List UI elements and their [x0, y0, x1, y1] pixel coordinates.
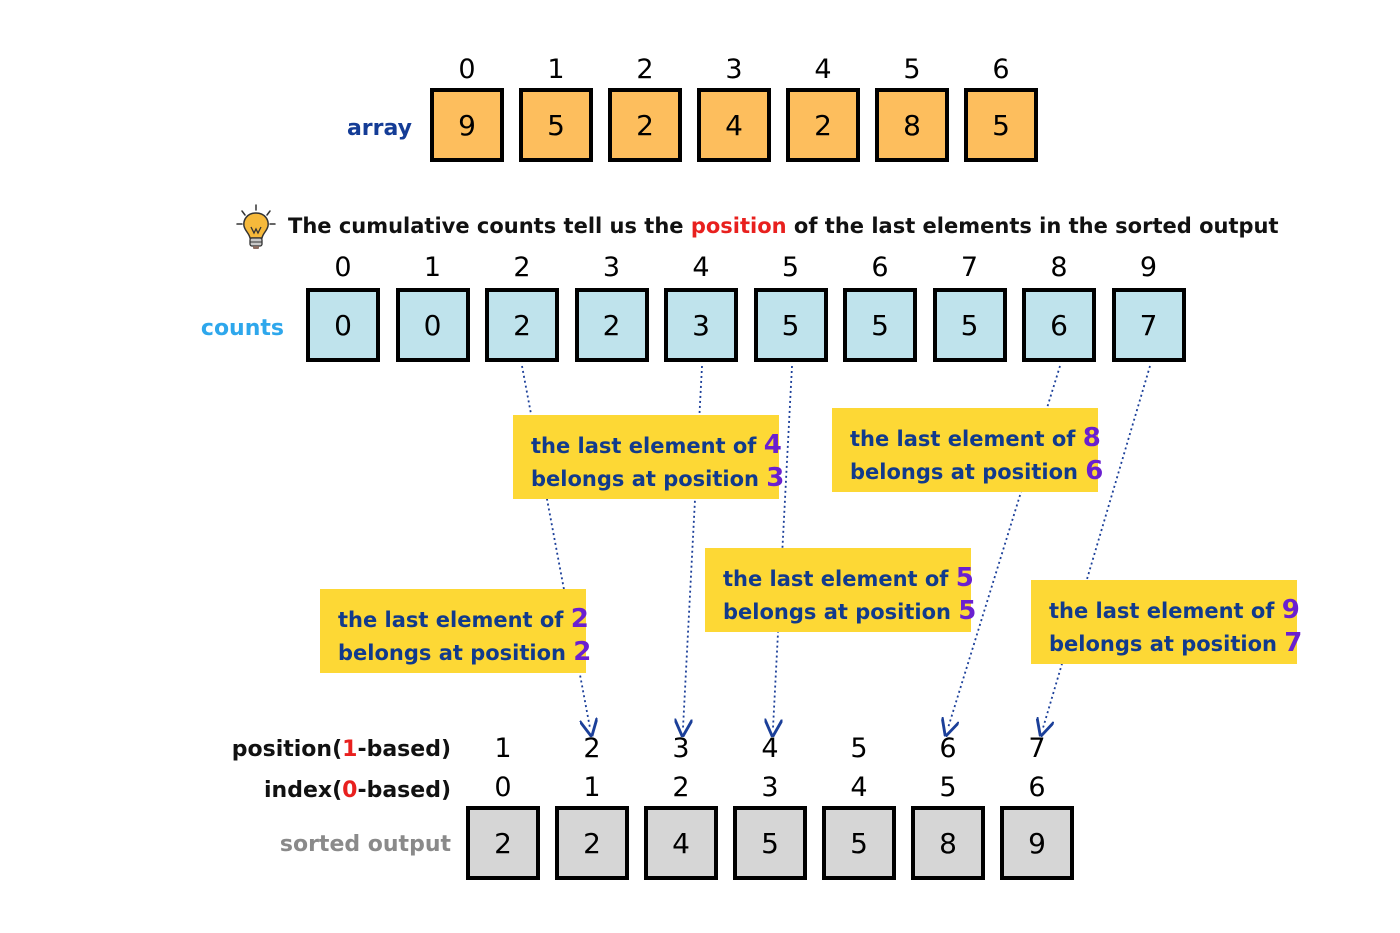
counts-index-8: 8: [1050, 252, 1068, 283]
array-index-5: 5: [903, 54, 921, 85]
note-line2: belongs at position: [850, 460, 1086, 484]
array-index-1: 1: [547, 54, 565, 85]
array-label: array: [346, 116, 412, 141]
note-line2: belongs at position: [338, 641, 574, 665]
note-line2: belongs at position: [1049, 632, 1285, 656]
note-number1: 9: [1281, 595, 1300, 625]
sorted-cell-3: 5: [733, 806, 807, 880]
note-line1: the last element of: [531, 434, 764, 458]
sorted-index-6: 6: [1028, 772, 1046, 803]
note-number1: 5: [955, 563, 974, 593]
array-cell-4: 2: [786, 88, 860, 162]
counts-index-0: 0: [334, 252, 352, 283]
note-number2: 2: [573, 637, 592, 667]
counts-index-2: 2: [513, 252, 531, 283]
array-index-0: 0: [458, 54, 476, 85]
counts-index-1: 1: [423, 252, 442, 283]
counts-index-6: 6: [871, 252, 889, 283]
counts-cell-4: 3: [664, 288, 738, 362]
lightbulb-icon: [234, 203, 278, 253]
counts-cell-2: 2: [485, 288, 559, 362]
note-number2: 7: [1284, 628, 1303, 658]
note-line1: the last element of: [1049, 599, 1282, 623]
annotation-note-1: the last element of 4 belongs at position…: [513, 415, 784, 499]
note-number2: 5: [958, 596, 977, 626]
note-number1: 8: [1082, 423, 1101, 453]
note-line1: the last element of: [723, 567, 956, 591]
sorted-index-2: 2: [672, 772, 690, 803]
cumulative-counts-explanation: The cumulative counts tell us the positi…: [288, 214, 1279, 238]
counts-cell-5: 5: [753, 288, 828, 362]
sorted-position-6: 7: [1028, 733, 1046, 764]
array-cell-5: 8: [875, 88, 949, 162]
sorted-position-4: 5: [850, 733, 868, 764]
dotted-arrow-2: [773, 365, 793, 728]
array-index-4: 4: [814, 54, 832, 85]
tip-text-before: The cumulative counts tell us the: [288, 214, 691, 238]
sorted-cell-2: 4: [644, 806, 718, 880]
sorted-position-1: 2: [583, 733, 601, 764]
note-line1: the last element of: [338, 608, 571, 632]
counts-cell-3: 2: [574, 288, 649, 362]
note-number2: 3: [766, 463, 785, 493]
sorted-index-4: 4: [850, 772, 868, 803]
array-index-2: 2: [636, 54, 654, 85]
sorted-cell-6: 9: [1000, 806, 1074, 880]
sorted-position-2: 3: [672, 733, 690, 764]
counts-index-7: 7: [960, 252, 979, 283]
note-line2: belongs at position: [531, 467, 767, 491]
counts-cell-6: 5: [843, 288, 917, 362]
position-label: position(1-based): [231, 737, 451, 762]
sorted-position-5: 6: [939, 733, 957, 764]
array-cell-6: 5: [964, 88, 1038, 162]
array-cell-3: 4: [697, 88, 771, 162]
note-line2: belongs at position: [723, 600, 959, 624]
array-index-3: 3: [725, 54, 743, 85]
counts-index-9: 9: [1139, 252, 1158, 283]
note-number1: 4: [763, 430, 782, 460]
note-line1: the last element of: [850, 427, 1083, 451]
array-cell-1: 5: [519, 88, 593, 162]
index-label: index(0-based): [264, 778, 451, 803]
sorted-output-label: sorted output: [279, 832, 451, 857]
array-cell-2: 2: [608, 88, 682, 162]
counts-index-5: 5: [781, 252, 800, 283]
dotted-arrow-3: [948, 365, 1061, 728]
counts-cell-9: 7: [1111, 288, 1186, 362]
counts-cell-7: 5: [932, 288, 1007, 362]
counts-cell-1: 0: [395, 288, 470, 362]
sorted-cell-5: 8: [911, 806, 985, 880]
sorted-position-0: 1: [494, 733, 512, 764]
counts-index-3: 3: [602, 252, 621, 283]
tip-highlight-position: position: [690, 214, 787, 238]
counts-label: counts: [200, 316, 284, 341]
sorted-index-0: 0: [494, 772, 512, 803]
sorted-index-5: 5: [939, 772, 957, 803]
array-cell-0: 9: [430, 88, 504, 162]
sorted-index-3: 3: [761, 772, 779, 803]
sorted-cell-4: 5: [822, 806, 896, 880]
sorted-cell-1: 2: [555, 806, 629, 880]
sorted-cell-0: 2: [466, 806, 540, 880]
note-number1: 2: [570, 604, 589, 634]
tip-text-after: of the last elements in the sorted outpu…: [786, 214, 1279, 238]
counts-cell-8: 6: [1022, 288, 1096, 362]
sorted-position-3: 4: [761, 733, 779, 764]
annotation-note-3: the last element of 8 belongs at position…: [832, 408, 1103, 492]
array-index-6: 6: [992, 54, 1010, 85]
note-number2: 6: [1085, 456, 1104, 486]
counts-cell-0: 0: [306, 288, 380, 362]
sorted-index-1: 1: [583, 772, 601, 803]
annotation-note-4: the last element of 9 belongs at position…: [1031, 580, 1302, 664]
counts-index-4: 4: [692, 252, 710, 283]
